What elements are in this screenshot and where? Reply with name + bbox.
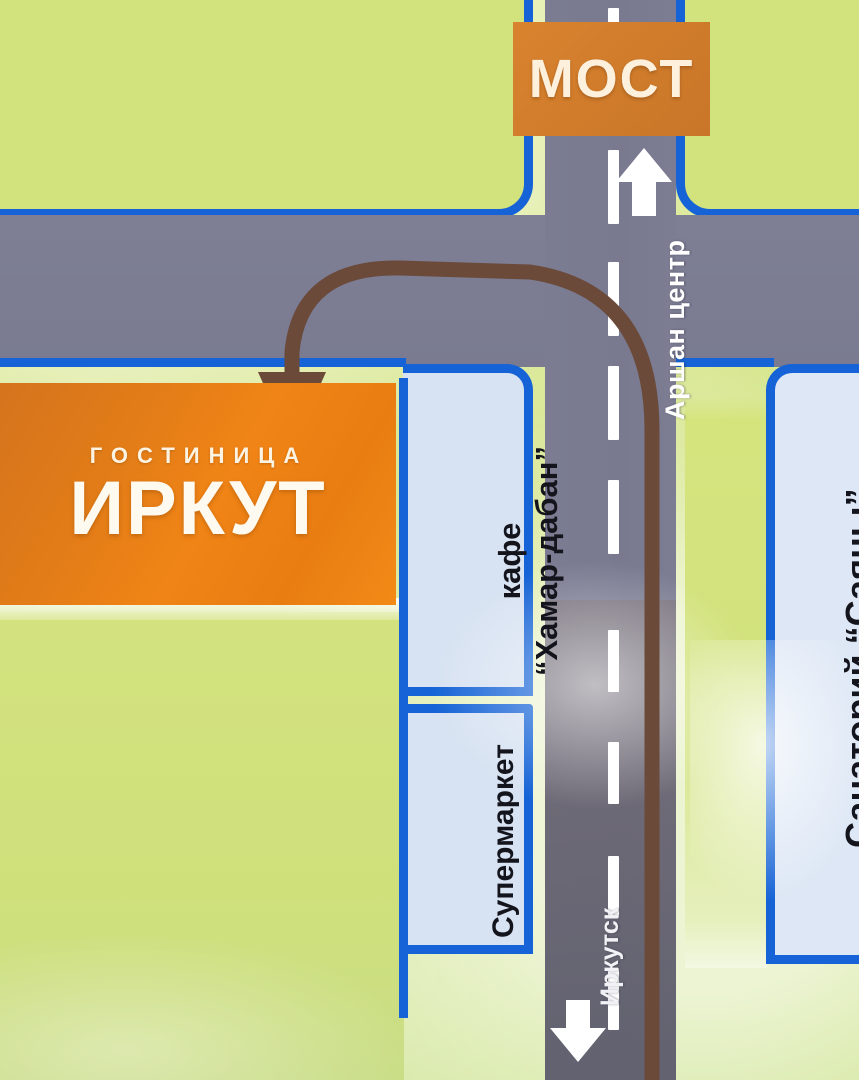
arrow-up-icon <box>616 148 672 216</box>
poi-label-cafe-line2: “Хамар-дабан” <box>528 446 564 676</box>
hotel-name: ИРКУТ <box>69 465 327 551</box>
hotel-block-irkut[interactable]: ГОСТИНИЦА ИРКУТ <box>0 383 396 605</box>
block-top-left-green <box>0 0 533 218</box>
poi-label-cafe: кафе “Хамар-дабан” <box>492 446 565 676</box>
arrow-down-icon <box>550 1000 606 1062</box>
road-label-arshan-centre: Аршан центр <box>660 239 690 420</box>
hotel-kicker: ГОСТИНИЦА <box>89 442 309 468</box>
road-dash <box>608 150 619 224</box>
bridge-label-text: МОСТ <box>528 49 695 109</box>
poi-label-supermarket: Супермаркет <box>487 744 520 938</box>
poi-label-sanatorium: Санаторий “Саяны” <box>838 488 859 848</box>
block-edge-right-top <box>676 358 774 378</box>
road-label-irkutsk: Иркутск <box>596 907 624 1006</box>
poi-label-cafe-line1: кафе <box>492 522 527 600</box>
bridge-label[interactable]: МОСТ <box>513 22 710 136</box>
block-edge-below-horizontal-road <box>0 358 406 404</box>
